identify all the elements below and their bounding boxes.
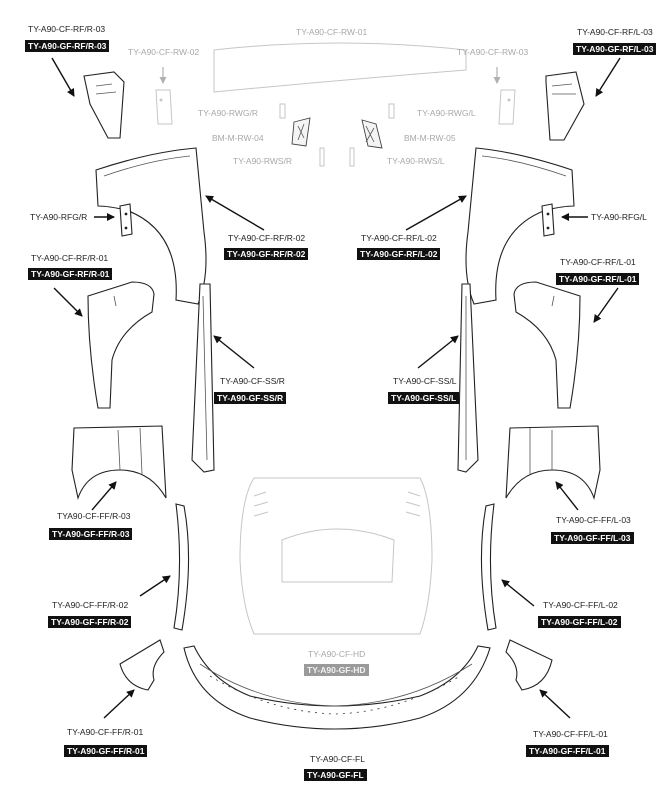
wing-gurney-right (279, 103, 286, 119)
label-rwg-l: TY-A90-RWG/L (417, 108, 476, 118)
rear-fender-right-03 (83, 71, 125, 139)
wing-stand-left (349, 147, 355, 167)
label-ff-r02-cf: TY-A90-CF-FF/R-02 (52, 600, 129, 610)
side-skirt-left (457, 283, 479, 473)
label-ff-l01-cf: TY-A90-CF-FF/L-01 (533, 729, 608, 739)
label-rwg-r: TY-A90-RWG/R (198, 108, 258, 118)
label-rf-l03-cf: TY-A90-CF-RF/L-03 (577, 27, 653, 37)
front-fender-left-03 (505, 425, 601, 501)
wing-gurney-left (388, 103, 395, 119)
label-rw-03: TY-A90-CF-RW-03 (457, 47, 529, 57)
label-ff-r03-cf: TYA90-CF-FF/R-03 (57, 511, 131, 521)
label-rw-01: TY-A90-CF-RW-01 (296, 27, 368, 37)
label-ff-l03-cf: TY-A90-CF-FF/L-03 (556, 515, 631, 525)
label-ss-r-cf: TY-A90-CF-SS/R (220, 376, 285, 386)
front-fender-right-01 (119, 639, 165, 691)
rear-wing-blade (213, 42, 467, 93)
label-rf-r01-cf: TY-A90-CF-RF/R-01 (31, 253, 109, 263)
label-fl-cf: TY-A90-CF-FL (310, 754, 365, 764)
label-rf-l01-gf: TY-A90-GF-RF/L-01 (556, 273, 640, 285)
label-rf-l02-cf: TY-A90-CF-RF/L-02 (361, 233, 437, 243)
label-ss-l-gf: TY-A90-GF-SS/L (388, 392, 460, 404)
label-ff-r03-gf: TY-A90-GF-FF/R-03 (49, 528, 133, 540)
front-fender-left-02 (480, 503, 497, 631)
label-ff-r02-gf: TY-A90-GF-FF/R-02 (48, 616, 132, 628)
front-fender-right-02 (173, 503, 190, 631)
rear-fender-right-01 (87, 281, 155, 409)
label-hd-gf: TY-A90-GF-HD (304, 664, 369, 676)
label-rfg-l: TY-A90-RFG/L (591, 212, 647, 222)
label-rws-r: TY-A90-RWS/R (233, 156, 293, 166)
wing-mount-bracket-right (291, 117, 311, 147)
label-rf-l03-gf: TY-A90-GF-RF/L-03 (573, 43, 657, 55)
hood (239, 477, 433, 635)
label-ss-l-cf: TY-A90-CF-SS/L (393, 376, 457, 386)
rear-fender-guard-right (119, 203, 133, 237)
label-rf-r02-cf: TY-A90-CF-RF/R-02 (228, 233, 306, 243)
label-rf-l01-cf: TY-A90-CF-RF/L-01 (560, 257, 636, 267)
label-rw-02: TY-A90-CF-RW-02 (128, 47, 200, 57)
rear-fender-right-02 (95, 147, 207, 305)
rear-wing-endplate-left (498, 89, 516, 125)
label-ff-r01-gf: TY-A90-GF-FF/R-01 (64, 745, 148, 757)
rear-wing-endplate-right (155, 89, 173, 125)
label-rf-r03-gf: TY-A90-GF-RF/R-03 (25, 40, 110, 52)
label-hd-cf: TY-A90-CF-HD (308, 649, 366, 659)
side-skirt-right (191, 283, 215, 473)
rear-fender-guard-left (541, 203, 555, 237)
rear-fender-left-03 (545, 71, 585, 141)
label-ff-l02-gf: TY-A90-GF-FF/L-02 (538, 616, 621, 628)
label-rf-l02-gf: TY-A90-GF-RF/L-02 (357, 248, 441, 260)
front-fender-right-03 (71, 425, 167, 501)
label-fl-gf: TY-A90-GF-FL (304, 769, 367, 781)
front-lip (183, 645, 491, 730)
label-ss-r-gf: TY-A90-GF-SS/R (214, 392, 287, 404)
label-rfg-r: TY-A90-RFG/R (30, 212, 88, 222)
wing-mount-bracket-left (361, 119, 383, 149)
label-ff-l01-gf: TY-A90-GF-FF/L-01 (526, 745, 609, 757)
front-fender-left-01 (505, 639, 553, 691)
label-rws-l: TY-A90-RWS/L (387, 156, 445, 166)
label-rf-r02-gf: TY-A90-GF-RF/R-02 (224, 248, 309, 260)
label-ff-l03-gf: TY-A90-GF-FF/L-03 (551, 532, 634, 544)
label-ff-l02-cf: TY-A90-CF-FF/L-02 (543, 600, 618, 610)
label-ff-r01-cf: TY-A90-CF-FF/R-01 (67, 727, 144, 737)
rear-fender-left-01 (513, 281, 581, 409)
label-bm-04: BM-M-RW-04 (212, 133, 264, 143)
label-bm-05: BM-M-RW-05 (404, 133, 456, 143)
rear-fender-left-02 (465, 147, 575, 305)
wing-stand-right (319, 147, 325, 167)
label-rf-r01-gf: TY-A90-GF-RF/R-01 (28, 268, 113, 280)
label-rf-r03-cf: TY-A90-CF-RF/R-03 (28, 24, 106, 34)
